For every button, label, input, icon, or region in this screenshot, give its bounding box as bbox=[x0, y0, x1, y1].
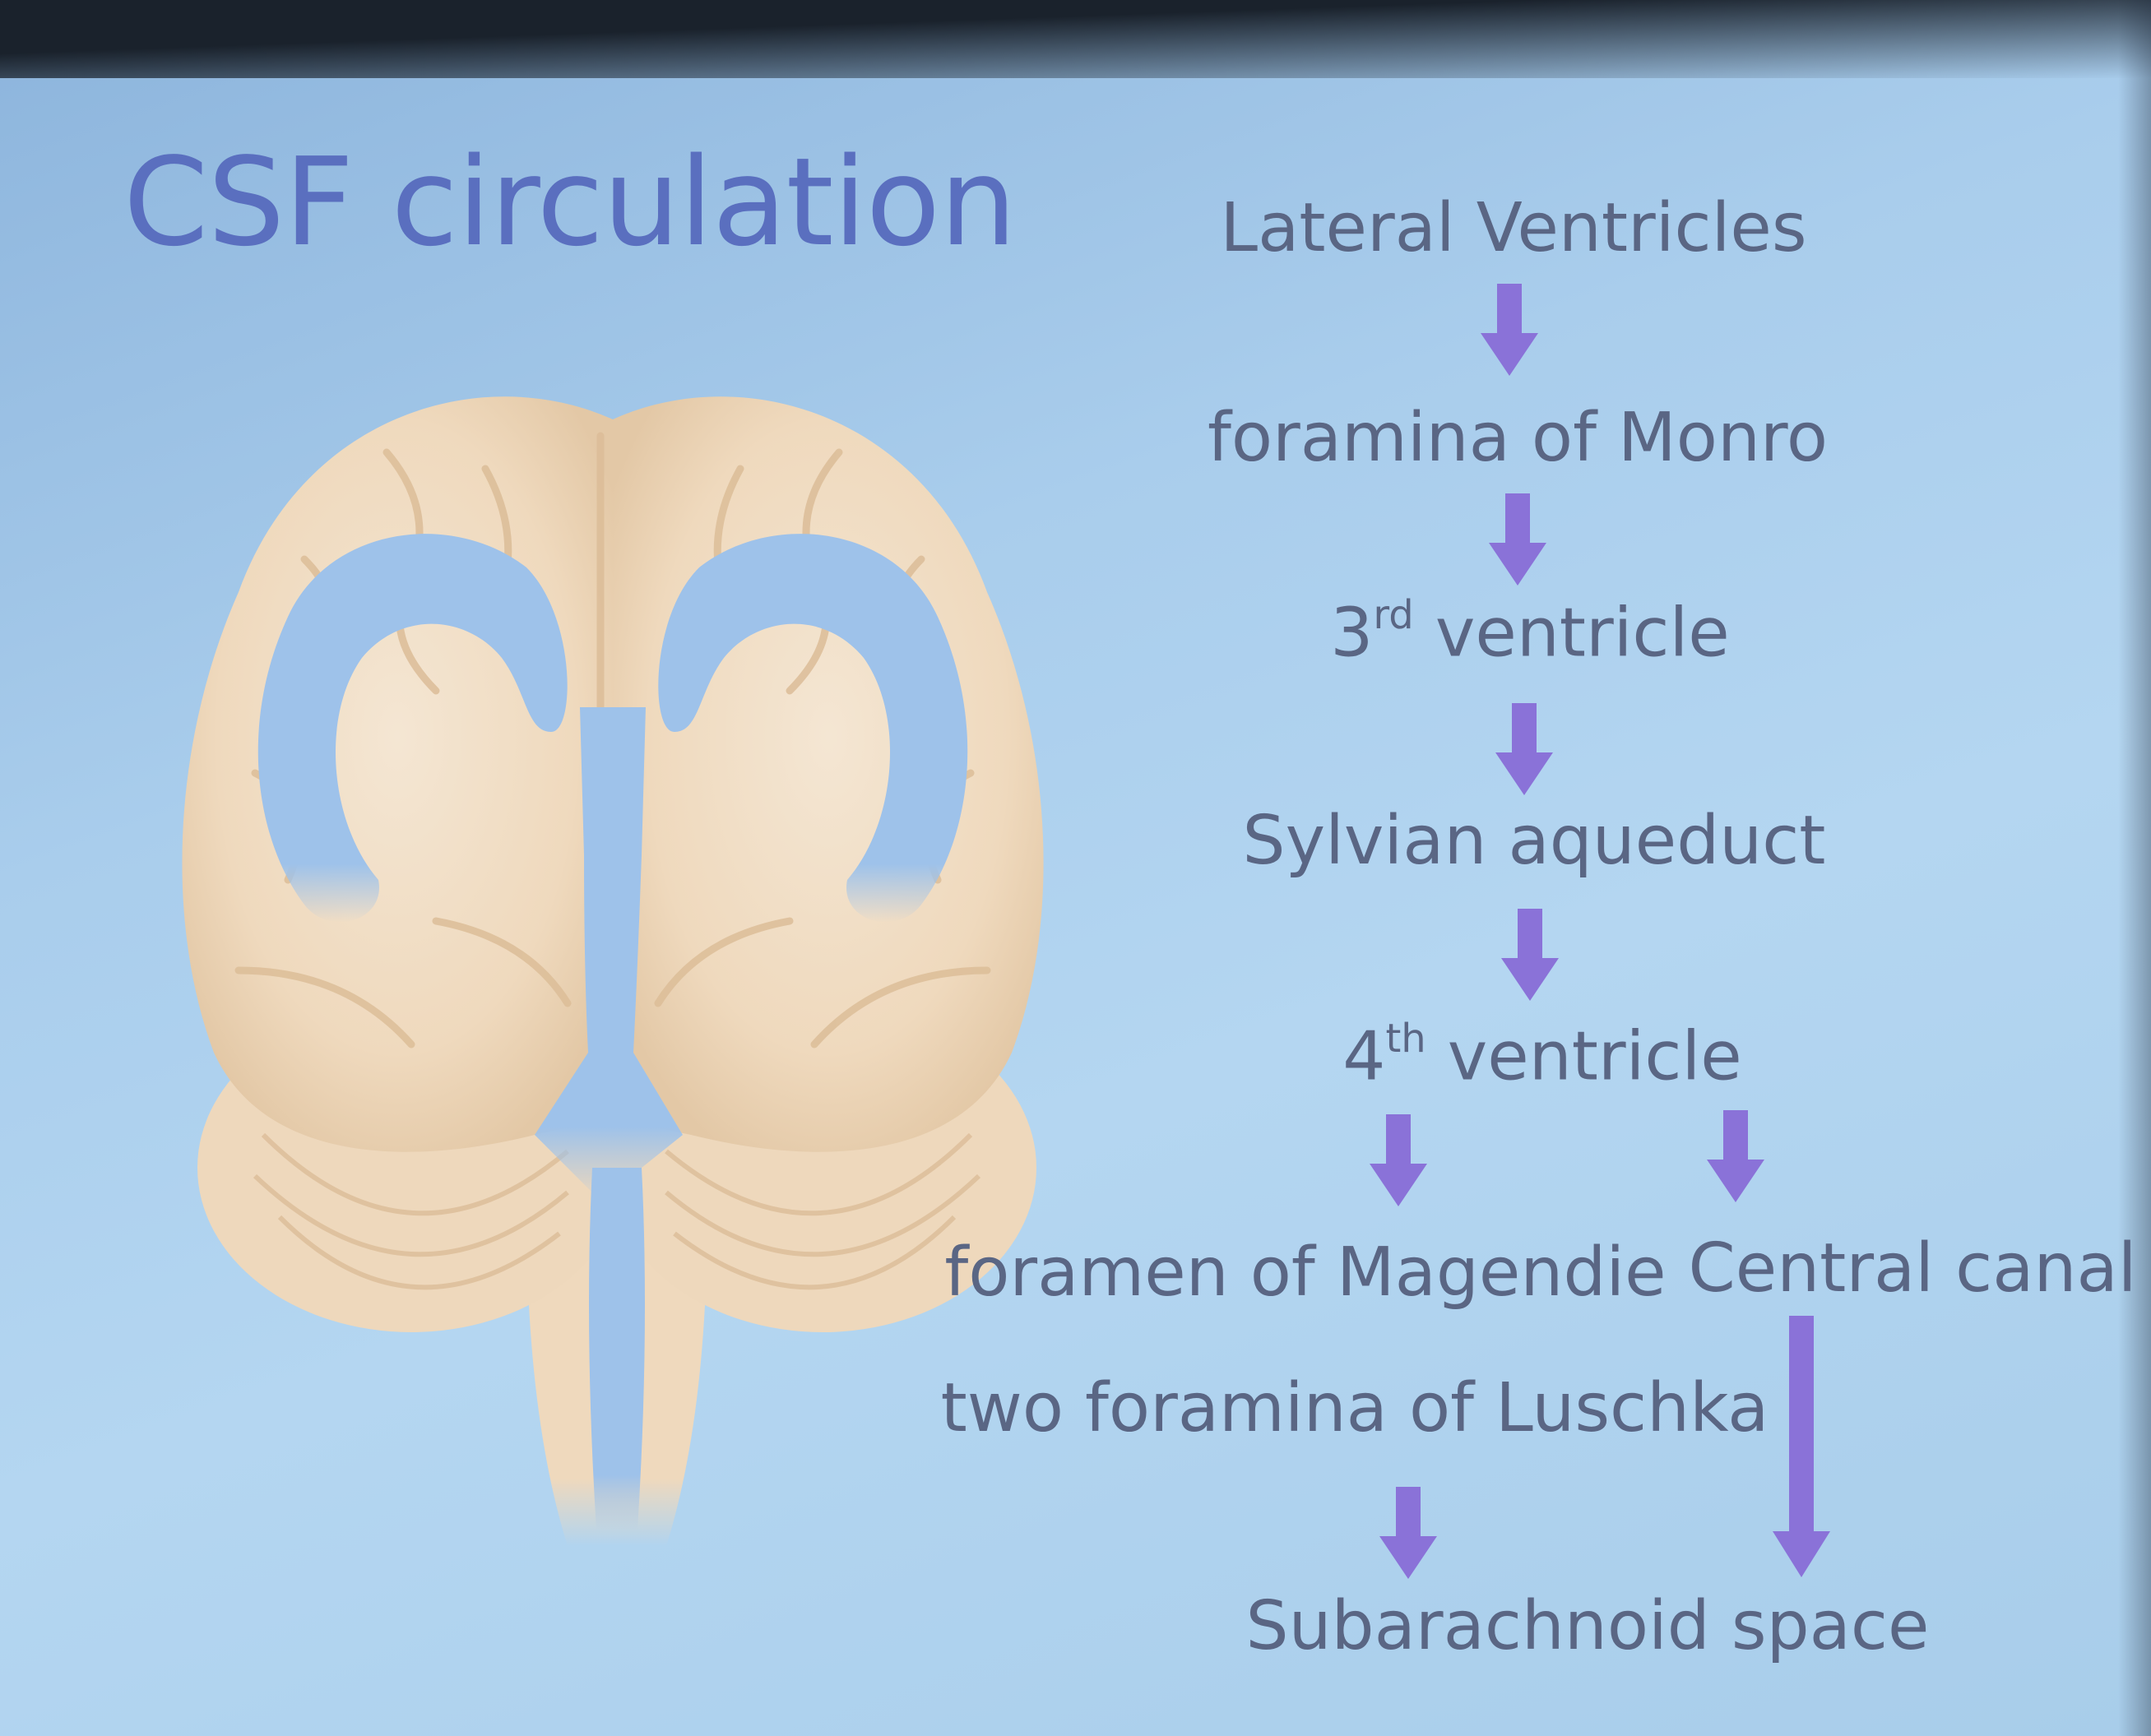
down-arrow-icon bbox=[1495, 703, 1553, 795]
third-ventricle-text: ventricle bbox=[1413, 594, 1730, 673]
foramen-magendie-label: foramen of Magendie bbox=[944, 1234, 1667, 1312]
down-arrow-icon bbox=[1707, 1110, 1764, 1202]
sylvian-aqueduct-label: Sylvian aqueduct bbox=[1242, 802, 1826, 880]
screen-edge bbox=[2118, 0, 2151, 1736]
down-arrow-icon bbox=[1501, 909, 1559, 1001]
down-arrow-icon bbox=[1370, 1114, 1427, 1206]
down-arrow-icon bbox=[1481, 284, 1538, 376]
foramina-monro-label: foramina of Monro bbox=[1207, 399, 1829, 477]
third-ventricle-suffix: rd bbox=[1373, 592, 1414, 638]
subarachnoid-space-label: Subarachnoid space bbox=[1245, 1587, 1930, 1665]
third-ventricle-number: 3 bbox=[1330, 594, 1374, 673]
down-arrow-icon bbox=[1379, 1487, 1437, 1579]
fourth-ventricle-number: 4 bbox=[1342, 1017, 1386, 1096]
long-down-arrow-icon bbox=[1773, 1316, 1830, 1577]
ventricle-system bbox=[257, 534, 968, 1530]
central-canal-label: Central canal bbox=[1688, 1229, 2137, 1308]
third-ventricle-label: 3rd ventricle bbox=[1330, 592, 1730, 673]
down-arrow-icon bbox=[1489, 493, 1546, 586]
slide-title: CSF circulation bbox=[123, 132, 1017, 273]
lateral-ventricles-label: Lateral Ventricles bbox=[1220, 189, 1807, 267]
fourth-ventricle-suffix: th bbox=[1385, 1016, 1426, 1062]
fourth-ventricle-label: 4th ventricle bbox=[1342, 1016, 1741, 1096]
foramina-luschka-label: two foramina of Luschka bbox=[940, 1369, 1769, 1447]
brain-ventricles-illustration bbox=[182, 396, 1044, 1546]
projector-shadow bbox=[0, 0, 2151, 78]
fourth-ventricle-text: ventricle bbox=[1426, 1017, 1742, 1096]
